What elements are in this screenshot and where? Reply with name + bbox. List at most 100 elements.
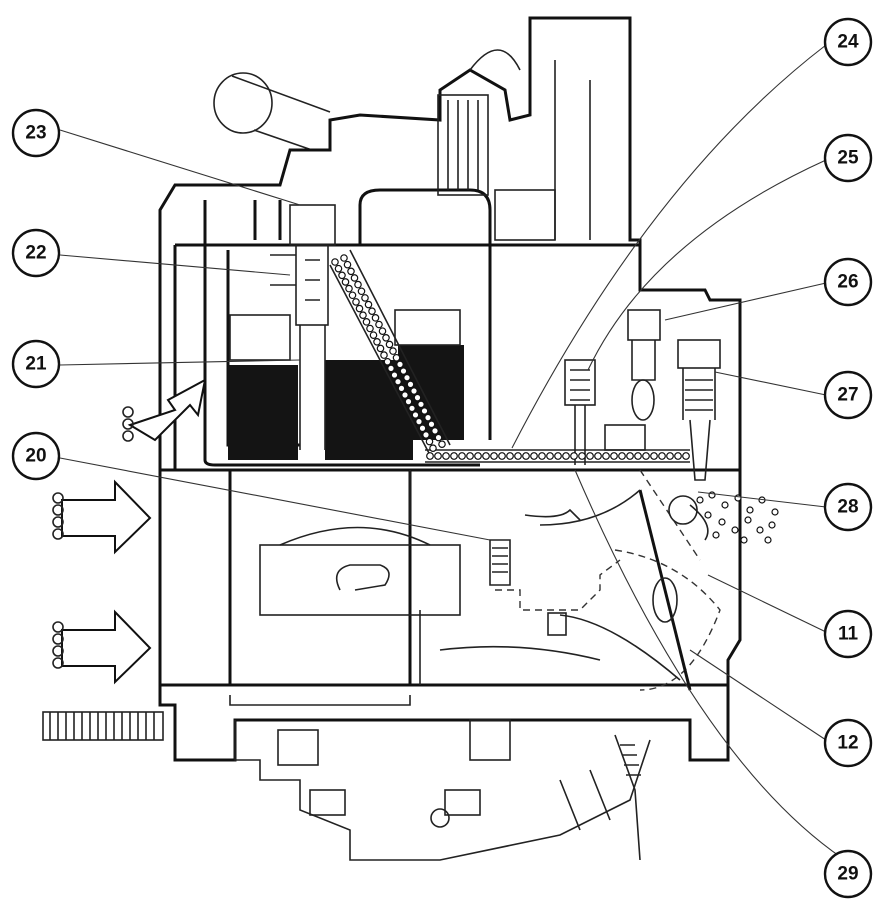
- fuel-gallery-horizontal: [425, 449, 690, 463]
- leader-12: [689, 649, 827, 741]
- fuel-bead: [413, 393, 422, 402]
- fuel-bead: [368, 307, 376, 316]
- leader-27: [714, 371, 827, 396]
- fuel-bead: [355, 304, 364, 313]
- fuel-bead: [634, 452, 642, 460]
- fuel-bead: [650, 452, 658, 460]
- fuel-bead: [347, 267, 355, 276]
- fuel-bead: [366, 324, 374, 333]
- fuel-bead: [376, 344, 385, 353]
- callout-22-label: 22: [25, 243, 46, 264]
- fuel-bead: [768, 521, 776, 529]
- callout-27: 27: [823, 370, 873, 420]
- leader-23: [59, 129, 301, 206]
- callout-12-label: 12: [837, 733, 858, 754]
- leader-28: [697, 491, 827, 508]
- fuel-bead: [403, 373, 411, 382]
- callout-26-label: 26: [837, 272, 858, 293]
- fuel-bead: [610, 452, 618, 460]
- fuel-bead: [438, 440, 446, 449]
- leader-20: [59, 457, 491, 541]
- fuel-bead: [406, 380, 415, 389]
- fuel-bead: [554, 452, 562, 460]
- callout-27-label: 27: [837, 385, 858, 406]
- fuel-bead: [364, 300, 373, 309]
- fuel-bead: [562, 452, 570, 460]
- fuel-bead: [602, 452, 610, 460]
- fuel-bead: [578, 452, 586, 460]
- fuel-bead: [506, 452, 514, 460]
- fuel-bead: [450, 452, 458, 460]
- callout-23: 23: [11, 108, 61, 158]
- fuel-bead: [331, 258, 339, 266]
- fuel-bead: [389, 347, 397, 355]
- fuel-bead: [422, 431, 430, 439]
- leader-25: [587, 159, 827, 371]
- choke-linkage: [437, 49, 591, 241]
- fuel-bead: [712, 531, 720, 539]
- threaded-stud: [42, 711, 164, 741]
- fuel-bead: [390, 371, 399, 379]
- mixture-flow-arrow-lower: [559, 614, 681, 681]
- fuel-bead: [420, 407, 429, 415]
- fuel-bead: [427, 420, 436, 429]
- carburetor-body: [42, 16, 742, 861]
- callout-22: 22: [11, 228, 61, 278]
- fuel-bead: [466, 452, 474, 460]
- fuel-bead: [771, 508, 779, 516]
- fuel-bead: [522, 452, 530, 460]
- callout-28-label: 28: [837, 497, 858, 518]
- fuel-bead: [514, 452, 522, 460]
- fuel-bead: [375, 320, 383, 329]
- fuel-bead: [340, 254, 348, 262]
- float-right: [394, 309, 461, 346]
- callout-24-label: 24: [837, 32, 859, 53]
- fuel-bead: [731, 526, 739, 534]
- fuel-bead: [380, 351, 388, 359]
- fuel-bead: [345, 284, 353, 293]
- fuel-bead: [570, 452, 578, 460]
- fuel-bead: [740, 536, 748, 544]
- fuel-bead: [482, 452, 490, 460]
- leader-lines: [59, 44, 843, 859]
- air-flow-arrow-upper-float: [122, 378, 207, 442]
- fuel-bead: [666, 452, 674, 460]
- fuel-bead: [718, 518, 726, 526]
- fuel-bead: [674, 452, 682, 460]
- callout-24: 24: [823, 17, 873, 67]
- fuel-bead: [396, 360, 404, 369]
- callout-11: 11: [823, 609, 873, 659]
- fuel-bead: [341, 278, 350, 286]
- fuel-bead: [431, 427, 439, 435]
- fuel-bead: [392, 353, 401, 362]
- fuel-bead: [369, 331, 378, 339]
- fuel-bead: [343, 260, 352, 269]
- fuel-bead: [334, 264, 343, 273]
- fuel-bead: [408, 404, 416, 413]
- fuel-bead: [586, 452, 594, 460]
- callout-11-label: 11: [838, 624, 859, 645]
- fuel-bead: [530, 452, 538, 460]
- fuel-bead: [626, 452, 634, 460]
- fuel-bead: [387, 364, 395, 373]
- fuel-bead: [352, 298, 360, 306]
- fuel-bead: [434, 452, 442, 460]
- fuel-bead: [350, 274, 359, 282]
- fuel-bead: [538, 452, 546, 460]
- fuel-bead: [359, 311, 367, 320]
- fuel-bead: [373, 337, 381, 346]
- callout-29-label: 29: [837, 864, 858, 885]
- air-inlet-tube: [213, 72, 331, 151]
- callout-25-label: 25: [837, 148, 859, 169]
- leader-26: [664, 282, 827, 321]
- leader-24: [511, 44, 827, 449]
- callout-20: 20: [11, 431, 61, 481]
- fuel-bead: [362, 318, 371, 326]
- fuel-bead: [682, 452, 690, 460]
- callout-25: 25: [823, 133, 873, 183]
- fuel-passage-beads-horizontal: [426, 452, 690, 460]
- fuel-bead: [764, 536, 772, 544]
- fuel-bead: [704, 511, 712, 519]
- fuel-bead: [458, 452, 466, 460]
